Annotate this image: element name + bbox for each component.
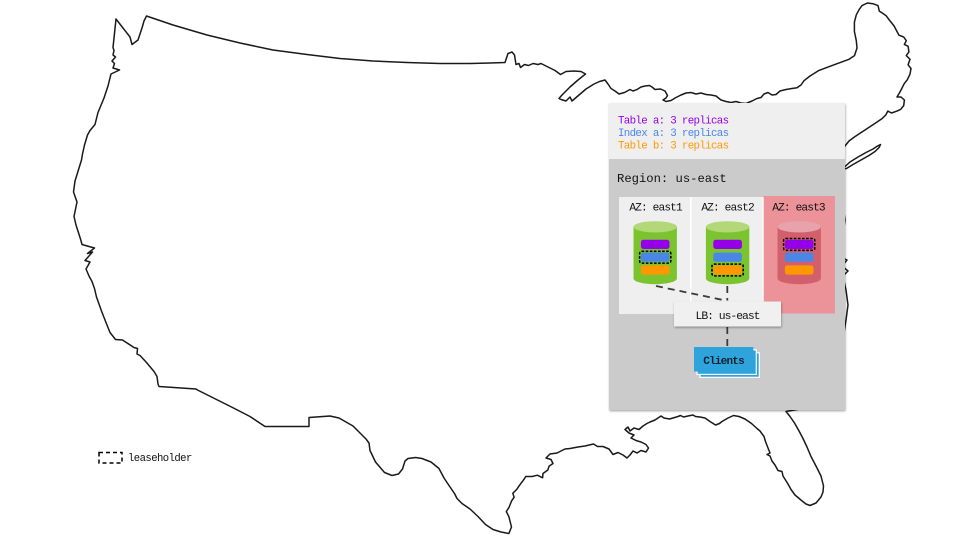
- svg-text:leaseholder: leaseholder: [128, 453, 192, 465]
- svg-text:Clients: Clients: [703, 356, 744, 368]
- svg-text:Table a: 3 replicas: Table a: 3 replicas: [618, 115, 729, 127]
- svg-text:AZ: east1: AZ: east1: [629, 202, 683, 214]
- svg-text:Region: us-east: Region: us-east: [617, 172, 727, 186]
- svg-text:LB: us-east: LB: us-east: [696, 311, 760, 323]
- svg-text:AZ: east3: AZ: east3: [772, 202, 825, 214]
- svg-text:Index a: 3 replicas: Index a: 3 replicas: [618, 128, 729, 140]
- svg-text:Table b: 3 replicas: Table b: 3 replicas: [618, 141, 729, 153]
- svg-text:AZ: east2: AZ: east2: [701, 202, 754, 214]
